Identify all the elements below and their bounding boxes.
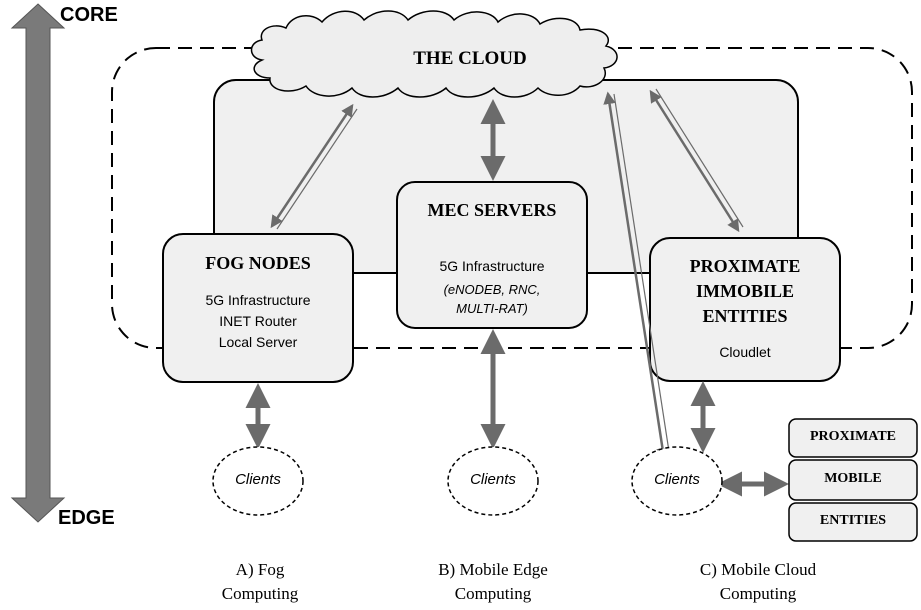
clients-ellipse-c [631,446,723,516]
edge-label: EDGE [58,507,115,529]
arrow-cloud-clients-c [603,91,669,461]
fog-line-3: Local Server [218,334,298,350]
mobile-entities-box-3 [788,502,918,542]
clients-label-c: Clients [654,471,700,488]
caption-a: A) Fog Computing [160,558,360,606]
cloud-title: THE CLOUD [413,48,527,69]
mobile-entities-line-1: PROXIMATE [809,429,897,444]
mec-servers-box [396,181,588,329]
caption-a-line-1: A) Fog [235,560,285,579]
clients-label-b: Clients [470,471,516,488]
arrow-cloud-fog-inner [276,108,358,230]
arrow-cloud-clients-c-inner [613,93,671,459]
proximate-immobile-title: PROXIMATE IMMOBILE ENTITIES [650,254,840,329]
core-label: CORE [60,4,118,26]
clients-ellipse-b [447,446,539,516]
mec-italic-line-2: MULTI-RAT) [456,301,528,316]
cloud-shape [250,10,618,98]
caption-b: B) Mobile Edge Computing [393,558,593,606]
mobile-entities-box-1 [788,418,918,458]
fog-nodes-details: 5G Infrastructure INET Router Local Serv… [163,290,353,353]
caption-b-line-2: Computing [454,584,532,603]
mobile-entities-box-2 [788,459,918,501]
caption-c-line-2: Computing [719,584,797,603]
caption-c-line-1: C) Mobile Cloud [699,560,817,579]
mec-italic-details: (eNODEB, RNC, MULTI-RAT) [397,280,587,318]
proximate-immobile-line-1: PROXIMATE [689,256,801,276]
arrow-cloud-fog [270,103,354,229]
arrow-cloud-proximate-inner [655,88,744,228]
mec-italic-line-1: (eNODEB, RNC, [443,282,541,297]
caption-b-line-1: B) Mobile Edge [438,560,548,579]
clients-ellipse-a [212,446,304,516]
fog-nodes-title: FOG NODES [205,253,311,273]
core-edge-axis-arrow [10,3,66,523]
clients-label-a: Clients [235,471,281,488]
cloudlet-label: Cloudlet [719,344,771,360]
mec-line-1: 5G Infrastructure [439,258,545,274]
fog-line-2: INET Router [219,313,297,329]
proximate-immobile-line-3: ENTITIES [702,306,788,326]
fog-nodes-box [162,233,354,383]
proximate-immobile-line-2: IMMOBILE [695,281,794,301]
caption-c: C) Mobile Cloud Computing [658,558,858,606]
mobile-entities-line-3: ENTITIES [819,513,887,528]
mec-servers-title: MEC SERVERS [427,200,557,220]
fog-line-1: 5G Infrastructure [205,292,311,308]
mobile-entities-line-2: MOBILE [824,471,882,486]
caption-a-line-2: Computing [221,584,299,603]
